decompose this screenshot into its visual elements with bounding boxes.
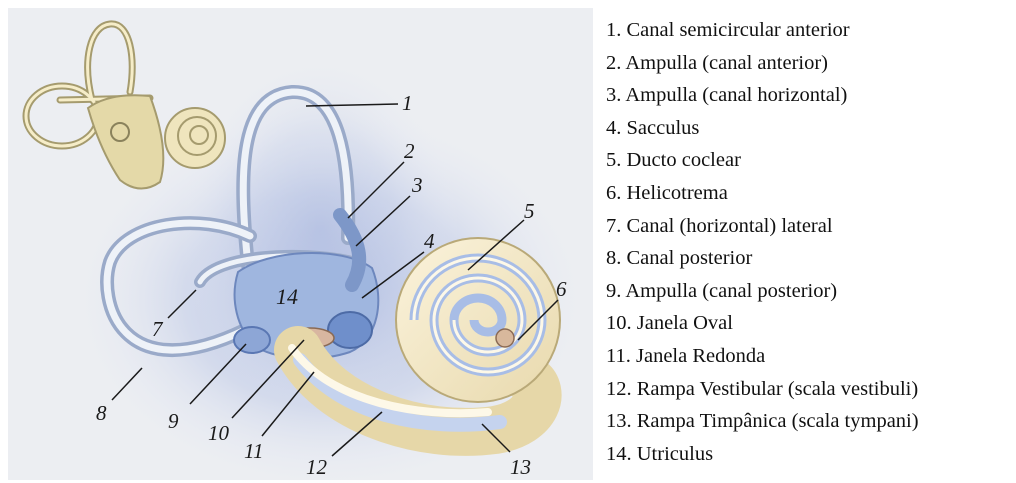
inner-ear-illustration: 1 2 3 4 5 6 7 8 9 10 11 12 13 14 bbox=[0, 0, 600, 483]
callout-8: 8 bbox=[96, 401, 107, 425]
utriculus-overlay-label: 14 bbox=[276, 284, 298, 309]
legend-item: 8. Canal posterior bbox=[606, 242, 1011, 275]
legend-item: 1. Canal semicircular anterior bbox=[606, 14, 1011, 47]
legend-list: 1. Canal semicircular anterior 2. Ampull… bbox=[606, 14, 1011, 470]
legend-item: 11. Janela Redonda bbox=[606, 340, 1011, 373]
legend-item: 14. Utriculus bbox=[606, 438, 1011, 471]
legend-item: 10. Janela Oval bbox=[606, 307, 1011, 340]
callout-11: 11 bbox=[244, 439, 263, 463]
callout-9: 9 bbox=[168, 409, 179, 433]
legend-item: 6. Helicotrema bbox=[606, 177, 1011, 210]
callout-10: 10 bbox=[208, 421, 230, 445]
callout-7: 7 bbox=[152, 317, 164, 341]
callout-5: 5 bbox=[524, 199, 535, 223]
legend-item: 3. Ampulla (canal horizontal) bbox=[606, 79, 1011, 112]
legend-item: 2. Ampulla (canal anterior) bbox=[606, 47, 1011, 80]
legend-item: 7. Canal (horizontal) lateral bbox=[606, 210, 1011, 243]
legend-item: 12. Rampa Vestibular (scala vestibuli) bbox=[606, 373, 1011, 406]
callout-13: 13 bbox=[510, 455, 531, 479]
legend-item: 4. Sacculus bbox=[606, 112, 1011, 145]
callout-2: 2 bbox=[404, 139, 415, 163]
callout-4: 4 bbox=[424, 229, 435, 253]
callout-6: 6 bbox=[556, 277, 567, 301]
callout-1: 1 bbox=[402, 91, 413, 115]
legend-item: 9. Ampulla (canal posterior) bbox=[606, 275, 1011, 308]
callout-12: 12 bbox=[306, 455, 328, 479]
legend-item: 5. Ducto coclear bbox=[606, 144, 1011, 177]
callout-3: 3 bbox=[411, 173, 423, 197]
legend-item: 13. Rampa Timpânica (scala tympani) bbox=[606, 405, 1011, 438]
